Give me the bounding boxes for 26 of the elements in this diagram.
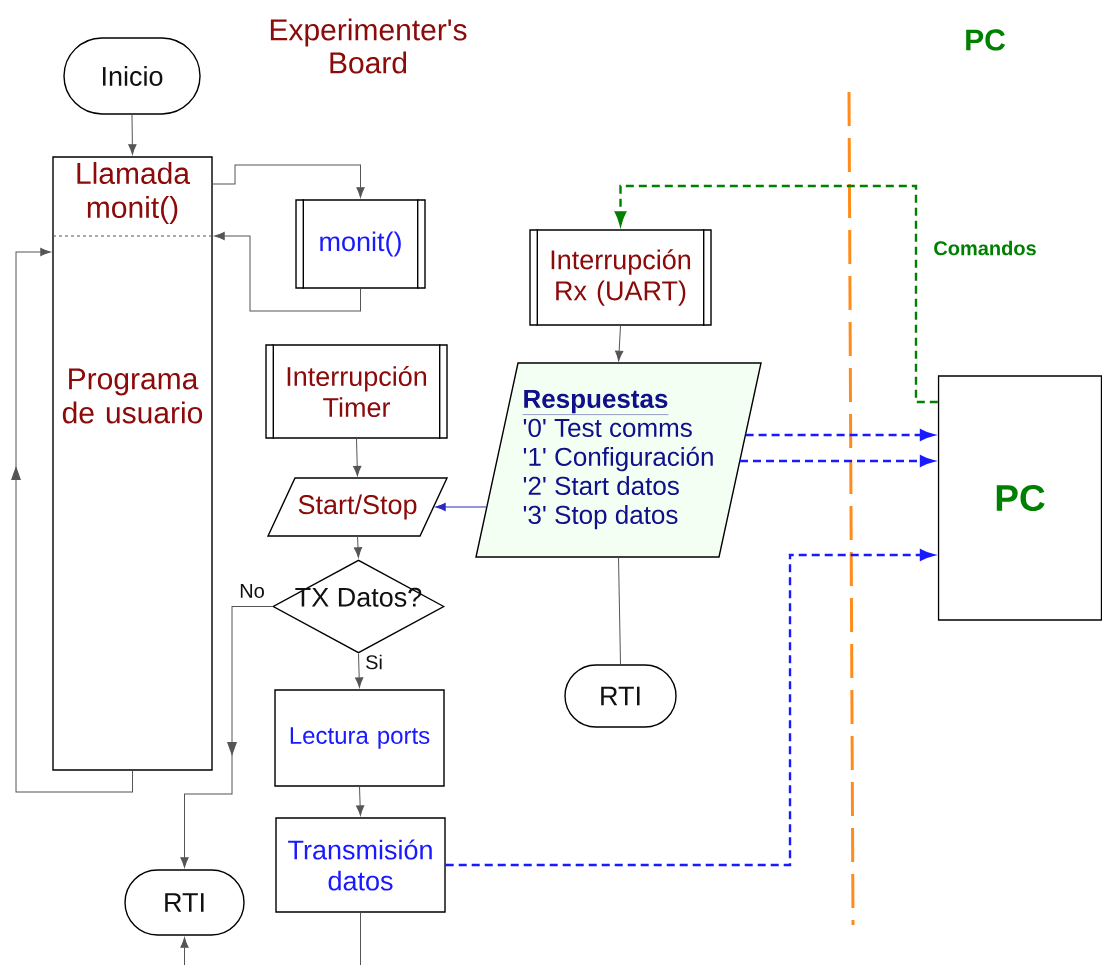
edge-label: Si xyxy=(364,653,384,671)
column-heading: Experimenter's Board xyxy=(270,18,467,74)
arrow xyxy=(353,438,362,477)
subroutine-box: Interrupción Rx (UART) xyxy=(529,228,712,327)
process-box: PC xyxy=(937,375,1102,621)
arrow xyxy=(11,247,133,793)
program-box: Llamada monit() Programa de usuario xyxy=(52,156,213,771)
arrow xyxy=(356,786,365,816)
process-box: Lectura ports xyxy=(274,689,445,787)
arrow xyxy=(180,606,273,868)
arrow xyxy=(614,184,938,404)
data-parallelogram: Respuestas '0' Test comms '1' Configuración '2' Start datos '3' Stop datos xyxy=(475,362,762,558)
arrow xyxy=(128,114,137,155)
subroutine-box: Interrupción Timer xyxy=(265,343,448,440)
arrow xyxy=(214,231,361,312)
process-box: Transmisión datos xyxy=(275,817,446,913)
column-heading: PC xyxy=(966,29,1006,51)
arrow xyxy=(355,653,364,688)
arrow xyxy=(615,325,624,362)
arrow xyxy=(353,535,363,558)
arrow xyxy=(212,164,365,198)
edge-label: Comandos xyxy=(932,239,1038,257)
arrow xyxy=(435,502,488,512)
edge-label: No xyxy=(238,583,266,599)
arrow xyxy=(180,937,189,965)
subroutine-box: monit() xyxy=(295,198,426,290)
